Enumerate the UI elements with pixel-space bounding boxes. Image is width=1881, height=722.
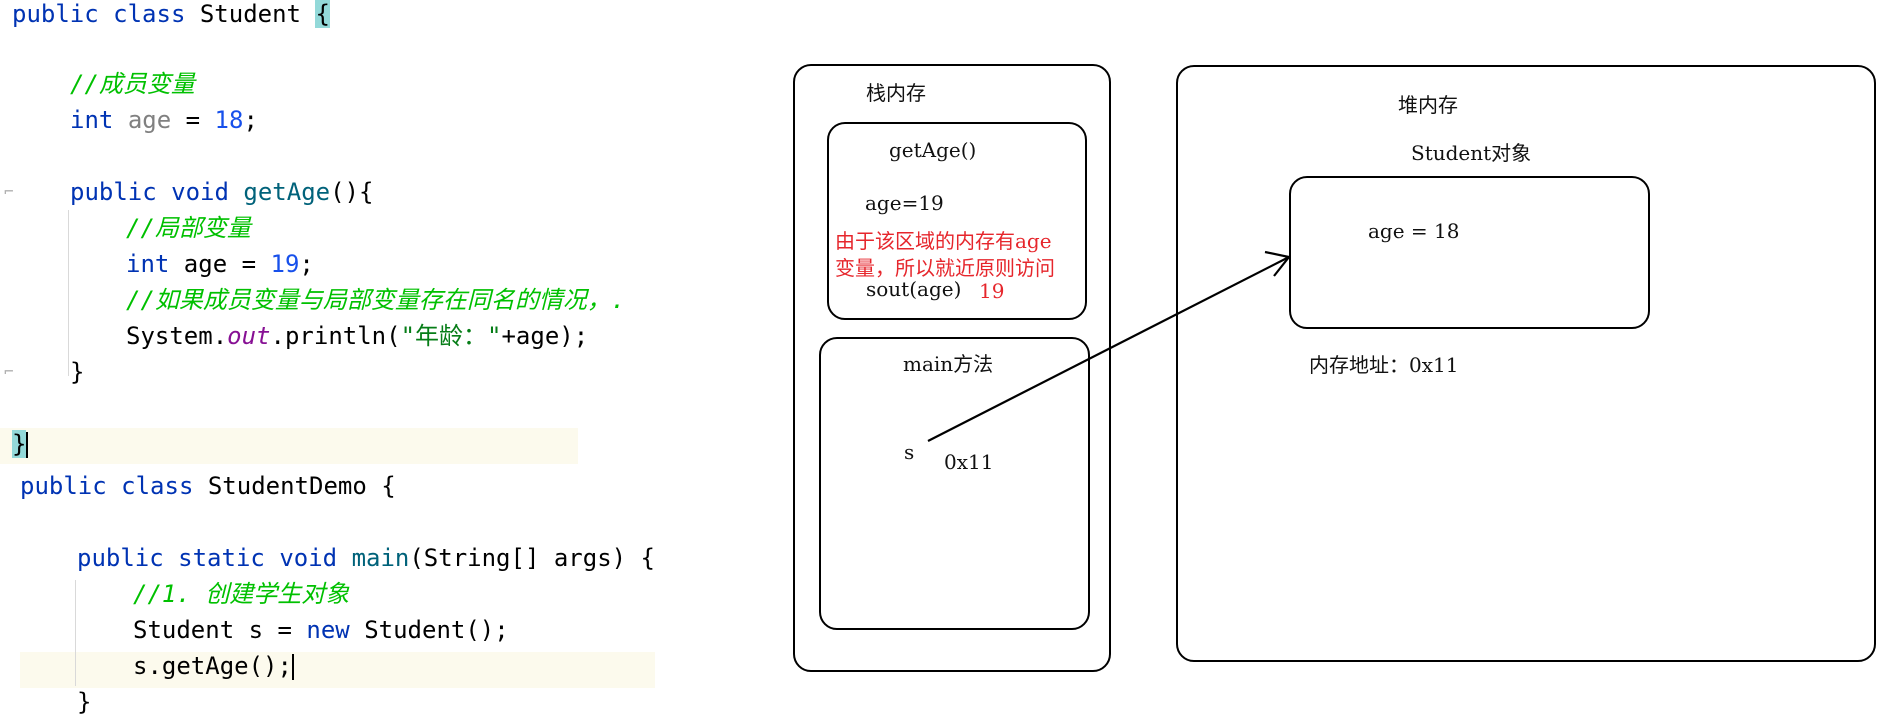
system-ref: System. <box>126 322 228 350</box>
method-name: main <box>351 544 410 572</box>
code-line-field: int age = 18; <box>70 106 258 134</box>
line-highlight-caret <box>20 652 655 688</box>
code-line-new: Student s = new Student(); <box>133 616 509 644</box>
keyword: class <box>113 0 186 28</box>
stack-memory-title: 栈内存 <box>866 81 926 105</box>
comment-create-student: //1. 创建学生对象 <box>133 580 350 608</box>
semicolon: ; <box>299 250 314 278</box>
keyword: public <box>20 472 107 500</box>
student-object-box <box>1289 176 1650 329</box>
local-declaration: age = <box>169 250 271 278</box>
fold-marker-icon[interactable]: ⌐ <box>4 362 14 381</box>
keyword: void <box>171 178 229 206</box>
keyword: public <box>70 178 157 206</box>
keyword: static <box>178 544 265 572</box>
comment-local-variable: //局部变量 <box>126 214 251 242</box>
field-name: age <box>127 106 172 134</box>
text-caret <box>291 654 294 680</box>
number-literal: 19 <box>270 250 300 278</box>
line-highlight-class-close <box>0 428 578 464</box>
open-brace: { <box>366 472 396 500</box>
keyword: public <box>77 544 164 572</box>
text-caret <box>26 432 29 458</box>
expression-rest: +age); <box>501 322 589 350</box>
method-call: .println( <box>270 322 401 350</box>
fold-marker-icon[interactable]: ⌐ <box>4 182 14 201</box>
main-frame-title: main方法 <box>903 352 994 376</box>
keyword: new <box>306 616 350 644</box>
class-close-line: } <box>12 430 29 458</box>
constructor-call: Student(); <box>349 616 509 644</box>
sout-call: sout(age) <box>866 277 962 301</box>
sout-result: 19 <box>979 279 1005 303</box>
main-var-name: s <box>904 440 915 464</box>
static-field: out <box>227 322 271 350</box>
comment-member-variable: //成员变量 <box>70 70 195 98</box>
method-parens: (){ <box>330 178 374 206</box>
main-close-brace: } <box>77 688 92 716</box>
class-name: Student <box>199 0 302 28</box>
keyword: public <box>12 0 99 28</box>
type-keyword: int <box>70 106 114 134</box>
class-name: StudentDemo <box>207 472 367 500</box>
code-line-class2: public class StudentDemo { <box>20 472 396 500</box>
getage-frame-title: getAge() <box>889 138 977 162</box>
indent-guide <box>75 580 76 686</box>
proximity-note-line1: 由于该区域的内存有age <box>835 229 1052 253</box>
code-line-local: int age = 19; <box>126 250 314 278</box>
method-close-brace: } <box>70 358 85 386</box>
operator: = <box>171 106 215 134</box>
getage-local-var: age=19 <box>865 191 944 215</box>
heap-memory-title: 堆内存 <box>1398 93 1458 117</box>
method-call: s.getAge(); <box>133 652 292 680</box>
student-object-address: 内存地址：0x11 <box>1309 353 1459 377</box>
method-name: getAge <box>243 178 331 206</box>
declaration: Student s = <box>133 616 307 644</box>
main-var-value: 0x11 <box>944 450 994 474</box>
brace-match: } <box>12 430 27 458</box>
keyword: void <box>279 544 338 572</box>
indent-guide <box>68 210 69 376</box>
code-line-method: public void getAge(){ <box>70 178 373 206</box>
student-object-field: age = 18 <box>1368 219 1460 243</box>
keyword: class <box>121 472 194 500</box>
code-line-print: System.out.println("年龄："+age); <box>126 322 588 350</box>
string-literal: "年龄：" <box>400 322 502 350</box>
number-literal: 18 <box>214 106 244 134</box>
main-frame-box <box>819 337 1090 630</box>
code-line-1: public class Student { <box>12 0 330 28</box>
code-line-call: s.getAge(); <box>133 652 294 680</box>
semicolon: ; <box>243 106 258 134</box>
method-params: (String[] args) { <box>409 544 655 572</box>
code-line-main: public static void main(String[] args) { <box>77 544 655 572</box>
brace-match: { <box>315 0 330 28</box>
student-object-title: Student对象 <box>1411 141 1532 165</box>
type-keyword: int <box>126 250 170 278</box>
comment-same-name: //如果成员变量与局部变量存在同名的情况，. <box>126 286 626 314</box>
